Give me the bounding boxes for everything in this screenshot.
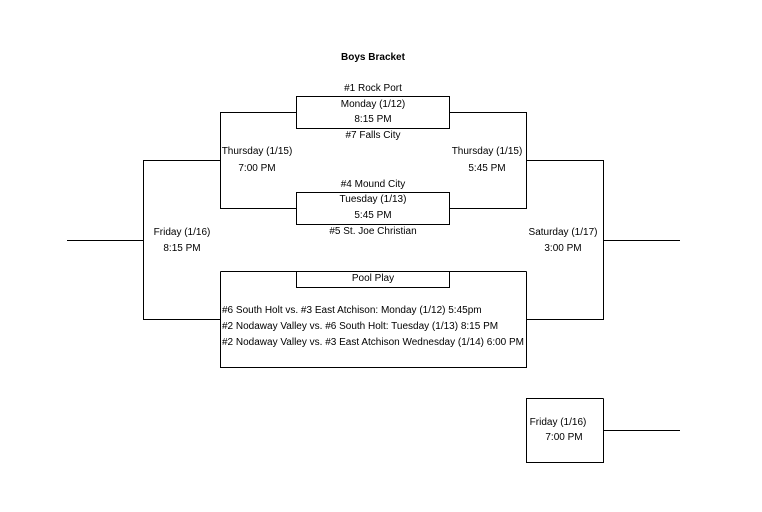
right-final-bracket: [526, 160, 604, 320]
consolation-time: 7:00 PM: [545, 432, 583, 443]
final-left-time: 8:15 PM: [163, 243, 201, 254]
final-right-day: Saturday (1/17): [528, 227, 598, 238]
game2-top-team: #4 Mound City: [340, 179, 406, 190]
semi-right-day: Thursday (1/15): [451, 146, 523, 157]
game1-time: 8:15 PM: [354, 114, 392, 125]
final-left-day: Friday (1/16): [153, 227, 211, 238]
game2-day: Tuesday (1/13): [339, 194, 407, 205]
pool-game-3: #2 Nodaway Valley vs. #3 East Atchison W…: [222, 337, 525, 348]
pool-game-2: #2 Nodaway Valley vs. #6 South Holt: Tue…: [222, 321, 499, 332]
consolation-day: Friday (1/16): [529, 417, 587, 428]
consolation-bracket: [526, 398, 604, 463]
right-semi-bracket: [449, 112, 527, 209]
game1-bottom-team: #7 Falls City: [345, 130, 401, 141]
left-final-bracket: [143, 160, 221, 320]
semi-left-time: 7:00 PM: [238, 163, 276, 174]
left-semi-bracket: [220, 112, 297, 209]
game2-bottom-team: #5 St. Joe Christian: [329, 226, 417, 237]
game1-day: Monday (1/12): [340, 99, 406, 110]
page-title: Boys Bracket: [341, 52, 405, 63]
game1-top-team: #1 Rock Port: [344, 83, 402, 94]
semi-left-day: Thursday (1/15): [221, 146, 293, 157]
semi-right-time: 5:45 PM: [468, 163, 506, 174]
final-right-time: 3:00 PM: [544, 243, 582, 254]
pool-play-label: Pool Play: [351, 273, 395, 284]
pool-game-1: #6 South Holt vs. #3 East Atchison: Mond…: [222, 305, 482, 316]
game2-time: 5:45 PM: [354, 210, 392, 221]
pool-region: [220, 271, 527, 368]
